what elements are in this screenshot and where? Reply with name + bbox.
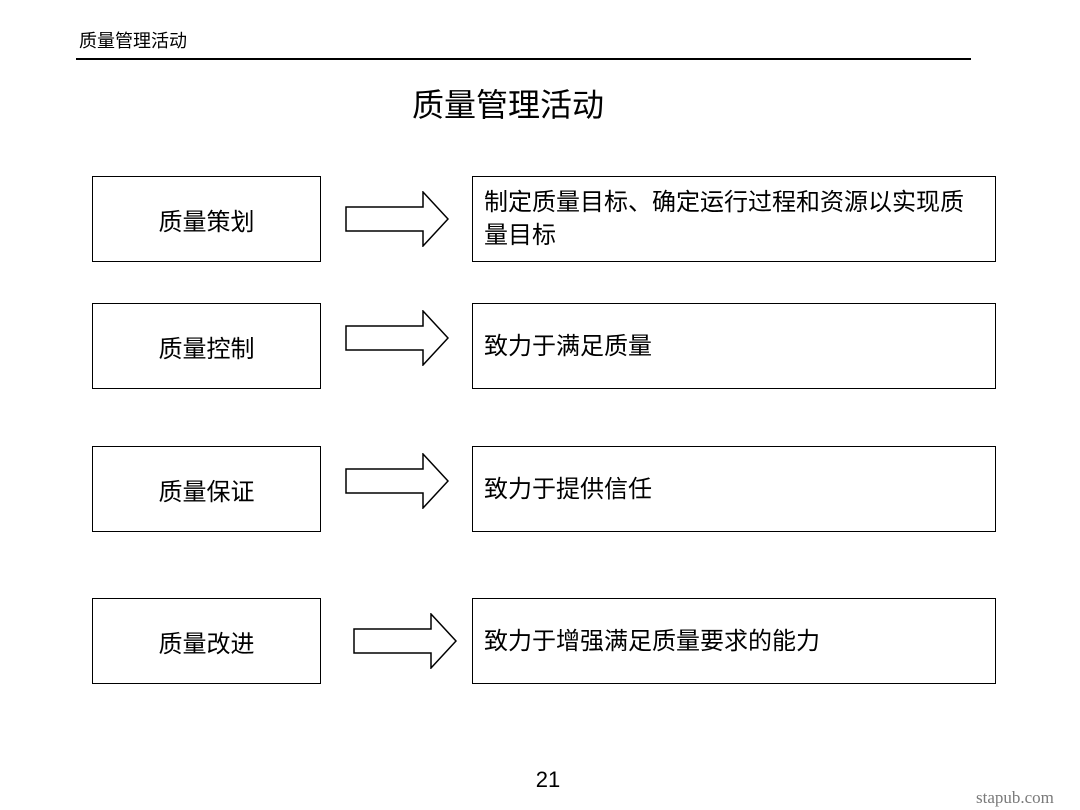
activity-description-improvement: 致力于增强满足质量要求的能力 (472, 598, 996, 684)
activity-label: 质量控制 (158, 334, 255, 363)
header-divider (76, 58, 971, 60)
page-number: 21 (535, 767, 561, 792)
activity-description: 致力于提供信任 (484, 474, 652, 503)
activity-label: 质量保证 (158, 477, 255, 506)
activity-description-planning: 制定质量目标、确定运行过程和资源以实现质量目标 (472, 176, 996, 262)
right-arrow-icon (345, 453, 449, 509)
activity-box-planning: 质量策划 (92, 176, 321, 262)
activity-description-control: 致力于满足质量 (472, 303, 996, 389)
activity-description: 制定质量目标、确定运行过程和资源以实现质量目标 (484, 188, 964, 249)
activity-description-assurance: 致力于提供信任 (472, 446, 996, 532)
watermark-text: stapub.com (976, 788, 1054, 807)
slide-title: 质量管理活动 (411, 86, 604, 124)
activity-box-improvement: 质量改进 (92, 598, 321, 684)
activity-box-assurance: 质量保证 (92, 446, 321, 532)
activity-box-control: 质量控制 (92, 303, 321, 389)
header-title: 质量管理活动 (79, 31, 187, 52)
right-arrow-icon (353, 613, 457, 669)
right-arrow-icon (345, 191, 449, 247)
activity-label: 质量策划 (158, 207, 255, 236)
activity-description: 致力于增强满足质量要求的能力 (484, 626, 820, 655)
activity-label: 质量改进 (158, 629, 255, 658)
right-arrow-icon (345, 310, 449, 366)
activity-description: 致力于满足质量 (484, 331, 652, 360)
